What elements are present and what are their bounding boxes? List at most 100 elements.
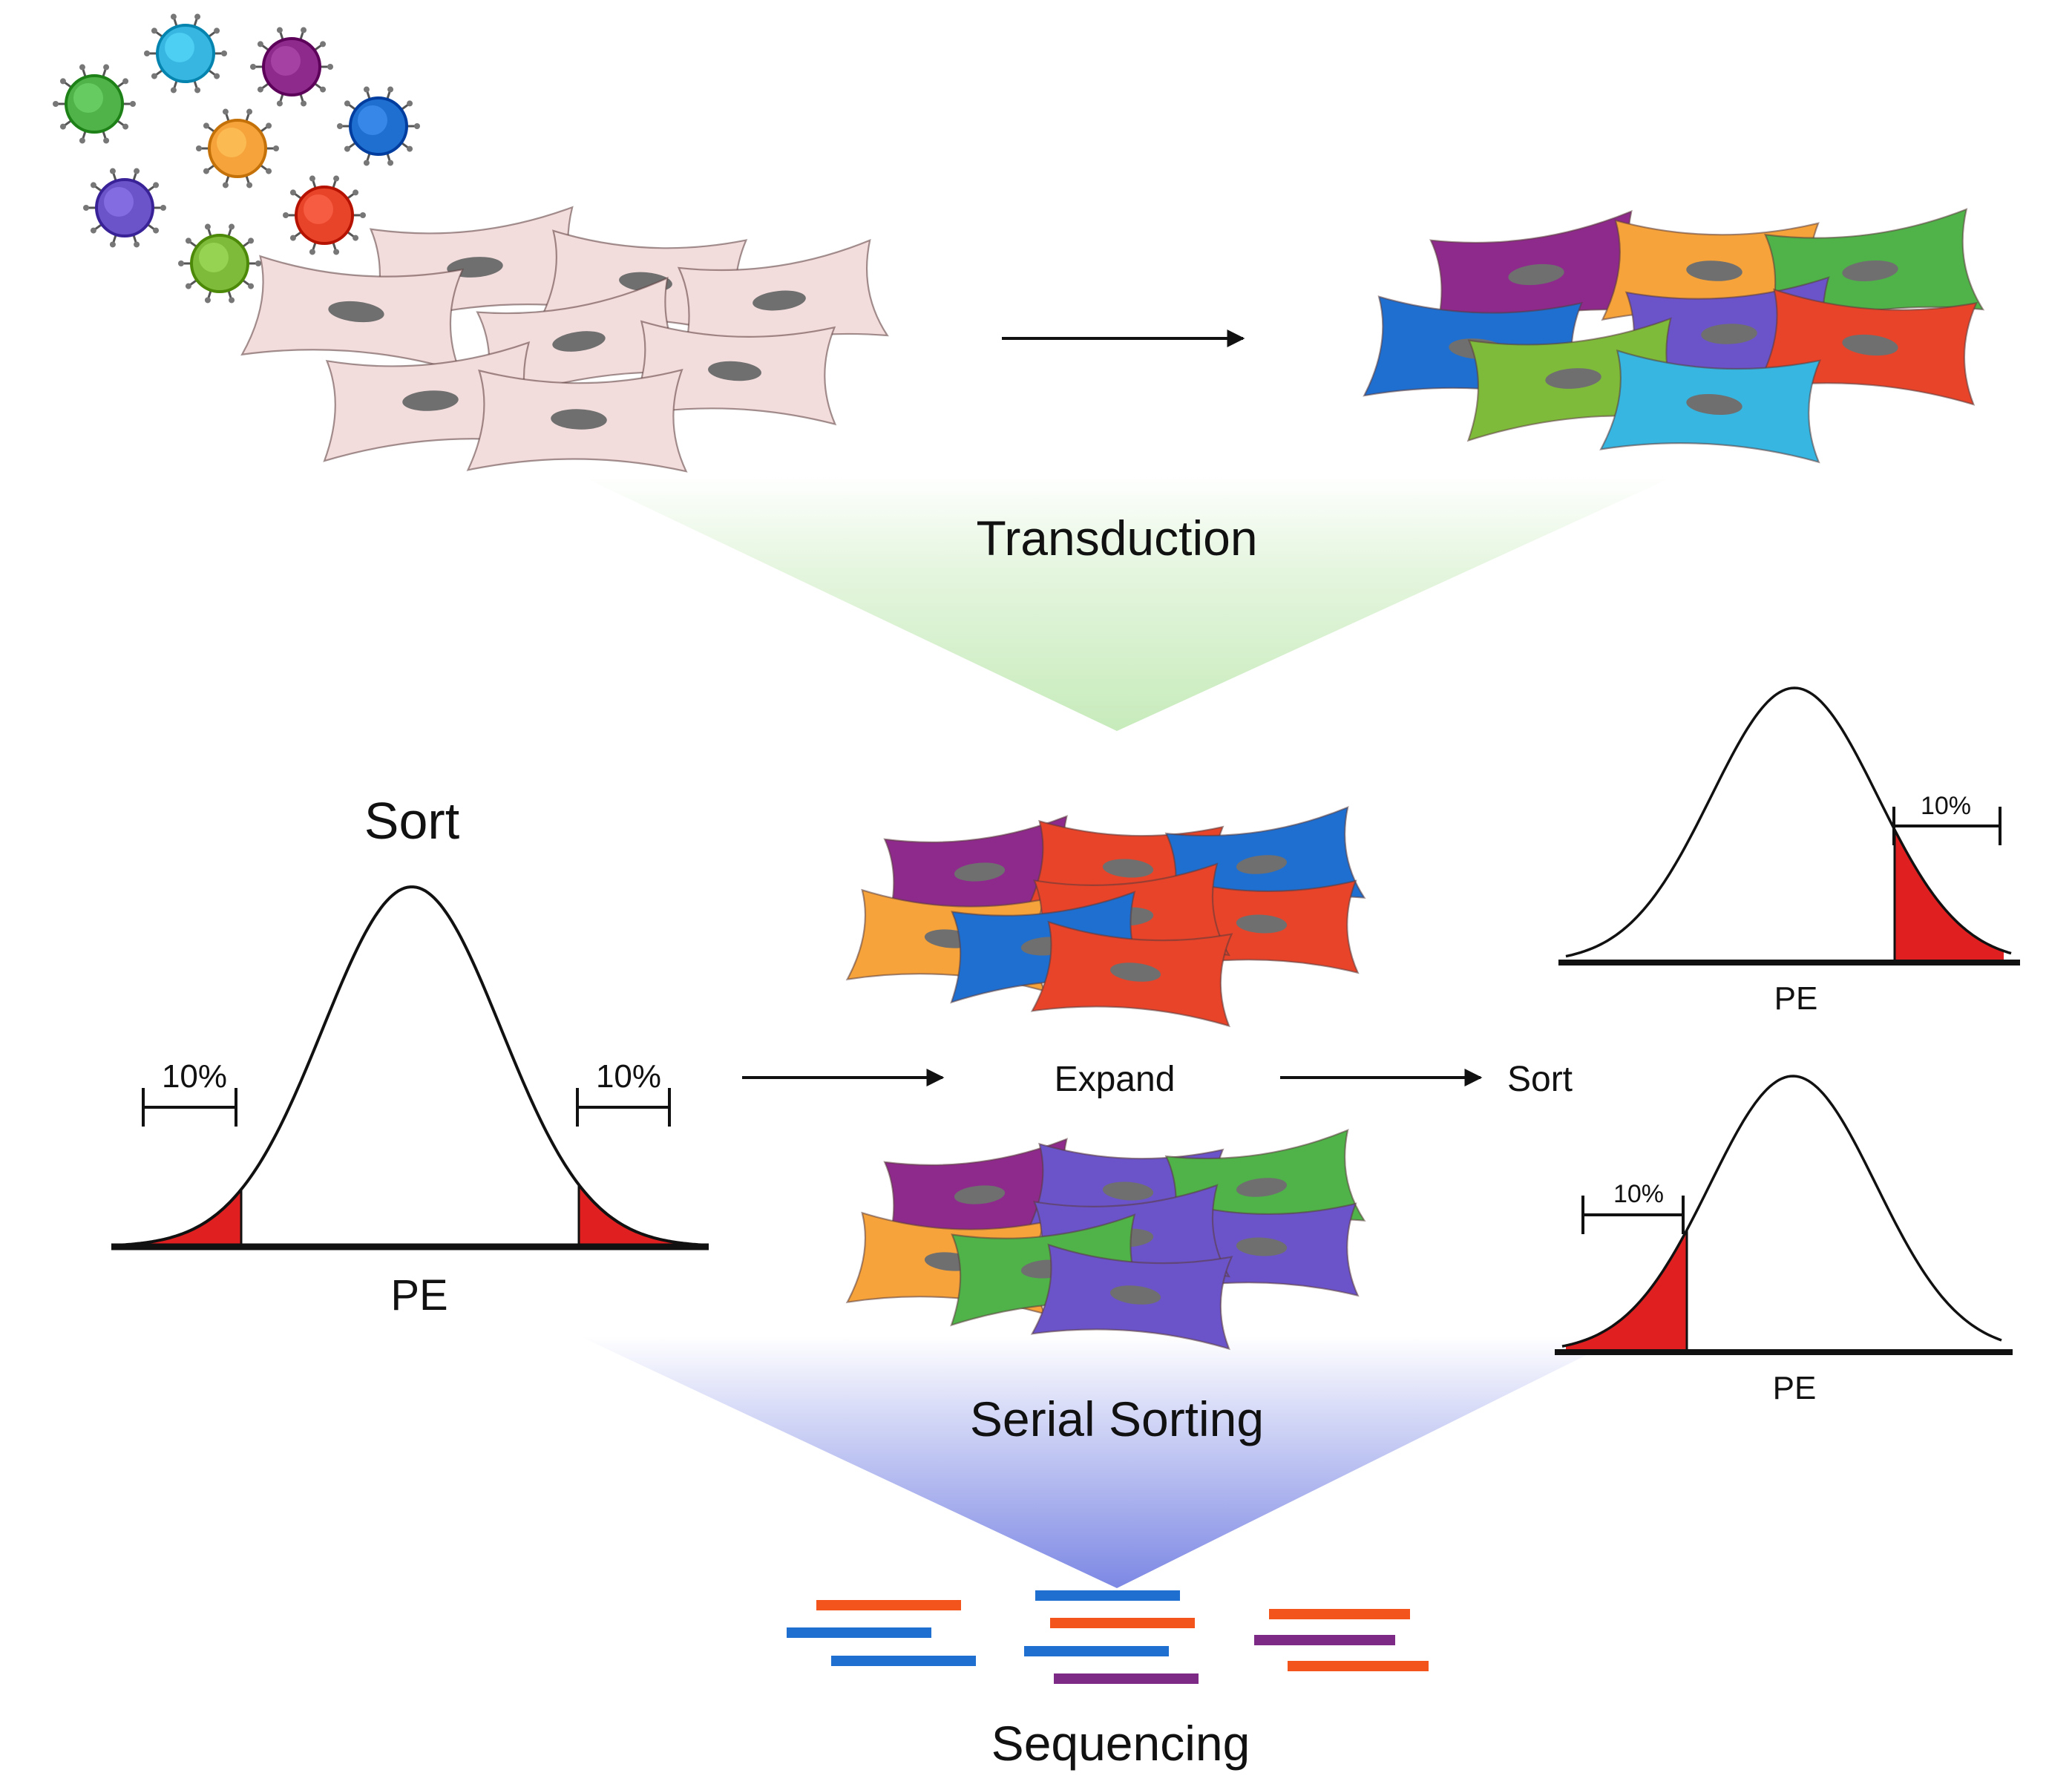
- virus-spike-tip: [229, 223, 235, 230]
- cell-nucleus: [1842, 260, 1898, 281]
- virus-spike-tip: [266, 122, 272, 129]
- distribution-curve: [1565, 686, 2012, 958]
- virus-spike-tip: [221, 50, 227, 56]
- virus-particle-icon: [250, 27, 333, 107]
- virus-spike-tip: [360, 212, 366, 218]
- main-histogram-axis-label: PE: [390, 1271, 447, 1319]
- right-tail-fill: [1895, 830, 2004, 963]
- cell-nucleus: [1236, 1178, 1288, 1197]
- cell-nucleus: [1686, 260, 1742, 281]
- virus-spike-tip: [194, 87, 201, 94]
- main-histogram-right-bracket-label: 10%: [596, 1058, 661, 1095]
- virus-spike-tip: [266, 168, 272, 174]
- virus-spike-tip: [59, 78, 66, 85]
- virus-spike-tip: [109, 168, 116, 174]
- cell-nucleus: [328, 301, 384, 323]
- cell-nucleus: [1701, 324, 1757, 344]
- distribution-curve: [1561, 1075, 2002, 1348]
- virus-spike-tip: [204, 223, 211, 230]
- cell-nucleus: [1508, 263, 1564, 286]
- untransduced-cell: [677, 238, 889, 365]
- virus-spike-tip: [134, 241, 140, 248]
- virus-highlight: [199, 243, 229, 272]
- virus-spike-tip: [170, 87, 177, 94]
- left-tail-fill: [130, 1189, 241, 1247]
- cell-nucleus: [1842, 334, 1898, 356]
- virus-spike-tip: [255, 260, 261, 266]
- virus-spike-tip: [257, 41, 263, 47]
- expanded-low-population: [845, 1129, 1366, 1351]
- main-pe-histogram: [111, 885, 709, 1250]
- transduction-label: Transduction: [976, 511, 1257, 565]
- virus-particle-icon: [178, 223, 261, 304]
- virus-spike-tip: [178, 260, 184, 266]
- cell-nucleus: [753, 290, 806, 311]
- virus-highlight: [104, 187, 134, 217]
- virus-spike-tip: [130, 101, 136, 107]
- virus-spike-tip: [103, 64, 110, 71]
- sequencing-label: Sequencing: [991, 1716, 1250, 1771]
- virus-spike-tip: [153, 182, 160, 188]
- virus-highlight: [165, 33, 194, 62]
- virus-spike-tip: [333, 175, 340, 182]
- virus-spike-tip: [151, 27, 157, 34]
- cell-nucleus: [1686, 394, 1742, 415]
- virus-spike-tip: [204, 297, 211, 304]
- bottom-right-bracket-label: 10%: [1613, 1180, 1664, 1208]
- virus-particle-icon: [144, 13, 227, 94]
- virus-spike-tip: [327, 64, 333, 70]
- top-right-bracket-label: 10%: [1921, 792, 1971, 820]
- untransduced-cell-population: [240, 206, 889, 473]
- virus-spike-tip: [222, 108, 229, 115]
- virus-spike-tip: [103, 137, 110, 144]
- virus-spike-tip: [414, 123, 420, 129]
- virus-spike-tip: [144, 50, 150, 56]
- virus-spike-tip: [257, 86, 263, 93]
- virus-spike-tip: [160, 205, 166, 211]
- serial-sorting-label: Serial Sorting: [970, 1391, 1264, 1446]
- virus-spike-tip: [222, 182, 229, 188]
- virus-spike-tip: [276, 100, 283, 107]
- transduced-cell-population: [1363, 208, 1985, 464]
- virus-highlight: [217, 128, 246, 157]
- virus-particles: [53, 13, 420, 304]
- cell-nucleus: [1102, 859, 1154, 878]
- virus-spike-tip: [344, 100, 350, 107]
- expand-label: Expand: [1055, 1060, 1176, 1099]
- virus-spike-tip: [276, 27, 283, 33]
- virus-spike-tip: [153, 227, 160, 234]
- virus-spike-tip: [363, 160, 370, 166]
- untransduced-cell: [466, 368, 688, 473]
- cell-nucleus: [1102, 1181, 1154, 1201]
- virus-particle-icon: [337, 86, 420, 166]
- virus-spike-tip: [353, 189, 359, 196]
- virus-spike-tip: [185, 283, 191, 289]
- sequencing-reads: [787, 1590, 1429, 1684]
- virus-spike-tip: [196, 145, 202, 151]
- cell-nucleus: [551, 409, 607, 430]
- virus-spike-tip: [333, 249, 340, 255]
- virus-highlight: [358, 105, 387, 135]
- virus-spike-tip: [229, 297, 235, 304]
- virus-highlight: [73, 83, 103, 113]
- transduced-cell: [1599, 349, 1822, 464]
- cell-nucleus: [1109, 963, 1161, 982]
- virus-spike-tip: [203, 122, 209, 129]
- virus-spike-tip: [248, 237, 255, 244]
- virus-spike-tip: [387, 86, 394, 93]
- virus-particle-icon: [283, 175, 366, 255]
- virus-spike-tip: [248, 283, 255, 289]
- virus-spike-tip: [59, 123, 66, 130]
- top-right-pe-histogram: [1558, 686, 2020, 966]
- virus-spike-tip: [301, 27, 307, 33]
- virus-spike-tip: [273, 145, 279, 151]
- virus-spike-tip: [79, 64, 85, 71]
- virus-spike-tip: [203, 168, 209, 174]
- cell-nucleus: [1236, 855, 1288, 874]
- virus-spike-tip: [53, 101, 59, 107]
- bottom-right-axis-label: PE: [1773, 1370, 1817, 1406]
- cell-nucleus: [708, 361, 761, 381]
- virus-spike-tip: [301, 100, 307, 107]
- virus-spike-tip: [320, 41, 327, 47]
